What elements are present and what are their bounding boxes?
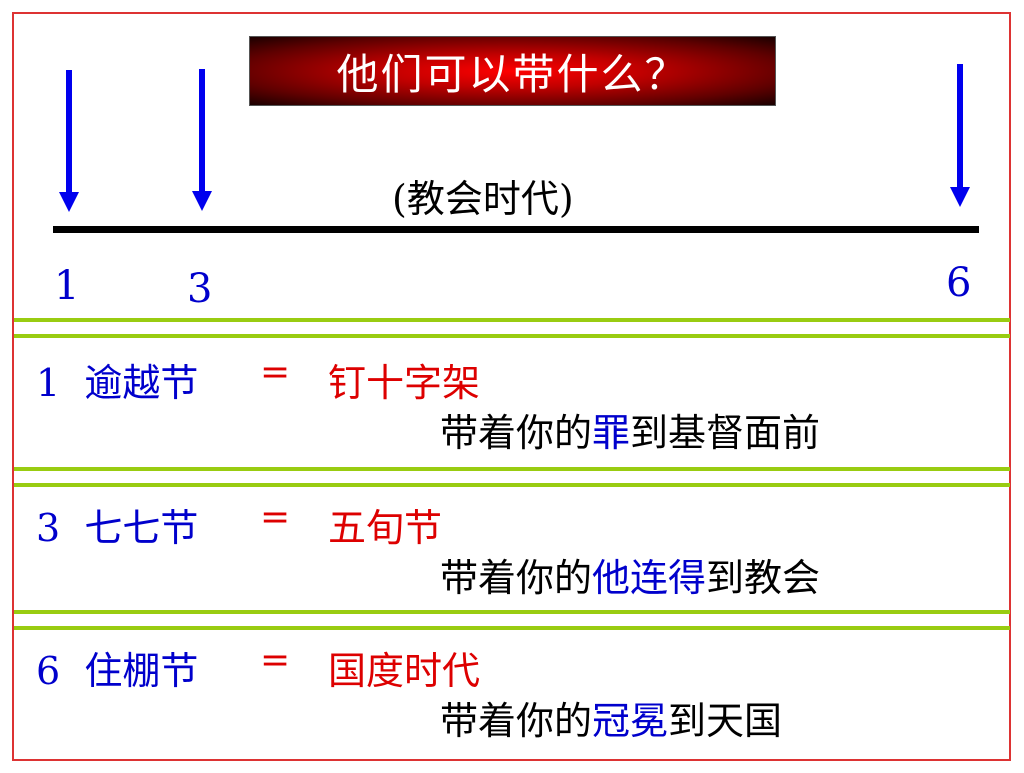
equals-sign: =: [260, 497, 291, 538]
detail-text: 带着你的: [440, 699, 593, 743]
divider-line: [14, 334, 1010, 338]
detail-highlight: 罪: [592, 411, 631, 455]
festival-meaning: 国度时代: [328, 649, 481, 693]
festival-name: 6 住棚节: [36, 649, 199, 693]
slide-title: 他们可以带什么？: [336, 49, 689, 99]
timeline-line: [53, 226, 979, 233]
timeline-marker-6: 6: [946, 260, 972, 306]
divider-line: [14, 610, 1010, 614]
timeline-marker-1: 1: [54, 263, 80, 309]
detail-highlight: 冠冕: [592, 699, 669, 743]
detail-text: 到基督面前: [630, 411, 821, 455]
festival-meaning: 钉十字架: [328, 361, 481, 405]
down-arrow-icon: [59, 70, 79, 212]
detail-text: 带着你的: [440, 556, 593, 600]
divider-line: [14, 483, 1010, 487]
festival-detail: 带着你的罪到基督面前: [440, 402, 820, 457]
down-arrow-icon: [950, 64, 970, 207]
festival-name: 3 七七节: [36, 506, 199, 550]
festival-detail: 带着你的冠冕到天国: [440, 690, 782, 745]
equals-sign: =: [260, 352, 291, 393]
detail-text: 到教会: [706, 556, 821, 600]
detail-text: 到天国: [668, 699, 783, 743]
era-label: (教会时代): [392, 177, 574, 221]
detail-text: 带着你的: [440, 411, 593, 455]
festival-name: 1 逾越节: [36, 361, 199, 405]
festival-detail: 带着你的他连得到教会: [440, 547, 820, 602]
divider-line: [14, 467, 1010, 471]
divider-line: [14, 318, 1010, 322]
detail-highlight: 他连得: [592, 556, 707, 600]
divider-line: [14, 626, 1010, 630]
timeline-marker-3: 3: [187, 266, 213, 312]
equals-sign: =: [260, 640, 291, 681]
down-arrow-icon: [192, 69, 212, 211]
slide-frame: [12, 12, 1011, 761]
festival-meaning: 五旬节: [328, 506, 443, 550]
title-banner: 他们可以带什么？: [249, 36, 776, 106]
